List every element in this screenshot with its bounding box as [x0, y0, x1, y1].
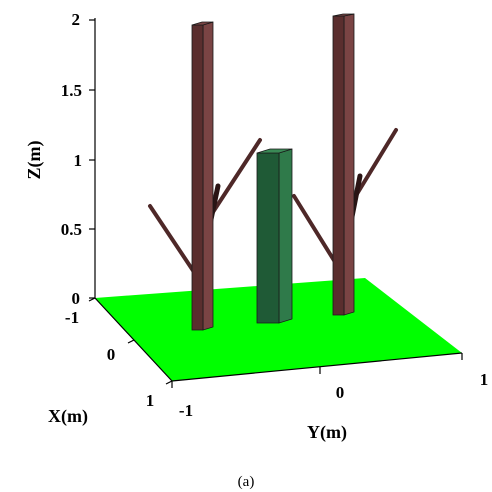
z-tick-label: 0	[72, 289, 81, 308]
box-front	[256, 152, 280, 324]
ground-plane	[95, 278, 462, 381]
z-tick-label: 0.5	[61, 220, 82, 239]
y-tick-labels: -1 0 1	[179, 370, 488, 420]
left-trunk-front	[191, 24, 204, 331]
right-branch-lower	[292, 194, 337, 264]
box-side	[278, 148, 293, 324]
figure-caption: (a)	[238, 474, 255, 490]
box-top	[256, 148, 293, 154]
left-branch-lower	[148, 204, 200, 280]
x-axis-label: X(m)	[48, 406, 88, 427]
left-trunk-side	[202, 21, 214, 331]
z-tick-label: 2	[72, 10, 81, 29]
right-trunk-front	[332, 15, 345, 316]
y-axis-line	[171, 352, 463, 382]
y-tick-label: 1	[480, 370, 489, 389]
x-tick-labels: -1 0 1	[65, 308, 154, 410]
center-box	[256, 148, 293, 324]
right-tree	[292, 13, 398, 316]
y-tick-label: -1	[179, 401, 193, 420]
y-tick-label: 0	[336, 383, 345, 402]
right-trunk-top	[332, 13, 355, 17]
x-tick-label: -1	[65, 308, 79, 327]
z-axis-label: Z(m)	[24, 141, 45, 180]
y-axis-label: Y(m)	[307, 422, 347, 443]
z-tick-labels: 0 0.5 1 1.5 2	[61, 10, 82, 308]
z-tick-label: 1	[74, 151, 83, 170]
x-tick-label: 1	[146, 391, 155, 410]
x-axis-line	[94, 297, 173, 382]
x-tick-label: 0	[107, 345, 116, 364]
z-tick-label: 1.5	[61, 81, 82, 100]
left-trunk-top	[191, 21, 214, 26]
right-trunk-side	[343, 13, 355, 316]
axes	[88, 18, 463, 388]
left-tree	[148, 21, 262, 331]
